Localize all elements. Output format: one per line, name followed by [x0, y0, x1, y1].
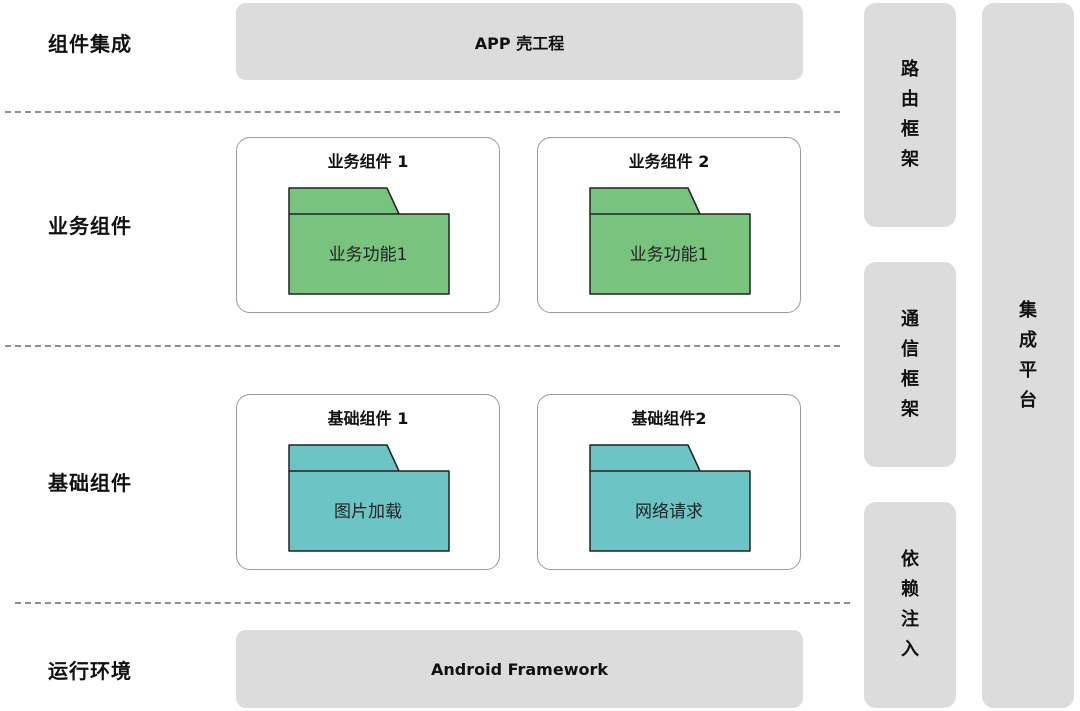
layer-label-base: 基础组件: [48, 471, 132, 495]
business-component-title: 业务组件 2: [628, 152, 710, 171]
di-char: 入: [901, 639, 919, 660]
dependency-injection-box: 依 赖 注 入: [864, 502, 956, 708]
divider-base-runtime: [15, 602, 850, 604]
di-char: 赖: [901, 579, 919, 600]
comm-char: 架: [901, 398, 919, 420]
base-component-2: 基础组件2 网络请求: [537, 394, 801, 570]
base-component-title: 基础组件2: [631, 409, 707, 428]
comm-char: 通: [901, 308, 919, 330]
communication-framework-box: 通 信 框 架: [864, 262, 956, 467]
layer-label-business: 业务组件: [48, 214, 132, 238]
platform-char: 集: [1019, 299, 1037, 321]
folder-label: 网络请求: [635, 502, 703, 522]
business-component-title: 业务组件 1: [327, 152, 409, 171]
layer-label-runtime: 运行环境: [48, 659, 132, 683]
app-shell-box: APP 壳工程: [236, 3, 803, 80]
android-framework-box: Android Framework: [236, 630, 803, 708]
folder-label: 业务功能1: [629, 245, 709, 265]
di-char: 注: [901, 609, 919, 630]
folder-label: 业务功能1: [328, 245, 408, 265]
layer-label-integration: 组件集成: [48, 32, 132, 56]
folder-icon: 业务功能1: [588, 186, 754, 298]
comm-char: 信: [901, 338, 919, 360]
folder-icon: 图片加载: [287, 443, 453, 555]
router-char: 框: [901, 119, 919, 140]
di-char: 依: [901, 549, 919, 570]
base-component-1: 基础组件 1 图片加载: [236, 394, 500, 570]
platform-char: 成: [1019, 329, 1037, 351]
comm-char: 框: [901, 368, 919, 390]
android-framework-label: Android Framework: [430, 659, 609, 679]
platform-char: 平: [1019, 359, 1037, 381]
divider-integration-business: [5, 111, 840, 113]
business-component-1: 业务组件 1 业务功能1: [236, 137, 500, 313]
business-component-2: 业务组件 2 业务功能1: [537, 137, 801, 313]
router-char: 架: [901, 149, 919, 170]
integration-platform-box: 集 成 平 台: [982, 3, 1074, 708]
router-framework-box: 路 由 框 架: [864, 3, 956, 227]
folder-icon: 网络请求: [588, 443, 754, 555]
app-shell-label: APP 壳工程: [474, 33, 565, 53]
platform-char: 台: [1019, 389, 1037, 411]
folder-icon: 业务功能1: [287, 186, 453, 298]
base-component-title: 基础组件 1: [327, 409, 409, 428]
router-char: 由: [901, 89, 919, 110]
divider-business-base: [5, 345, 840, 347]
router-char: 路: [901, 59, 919, 80]
folder-label: 图片加载: [334, 502, 402, 522]
